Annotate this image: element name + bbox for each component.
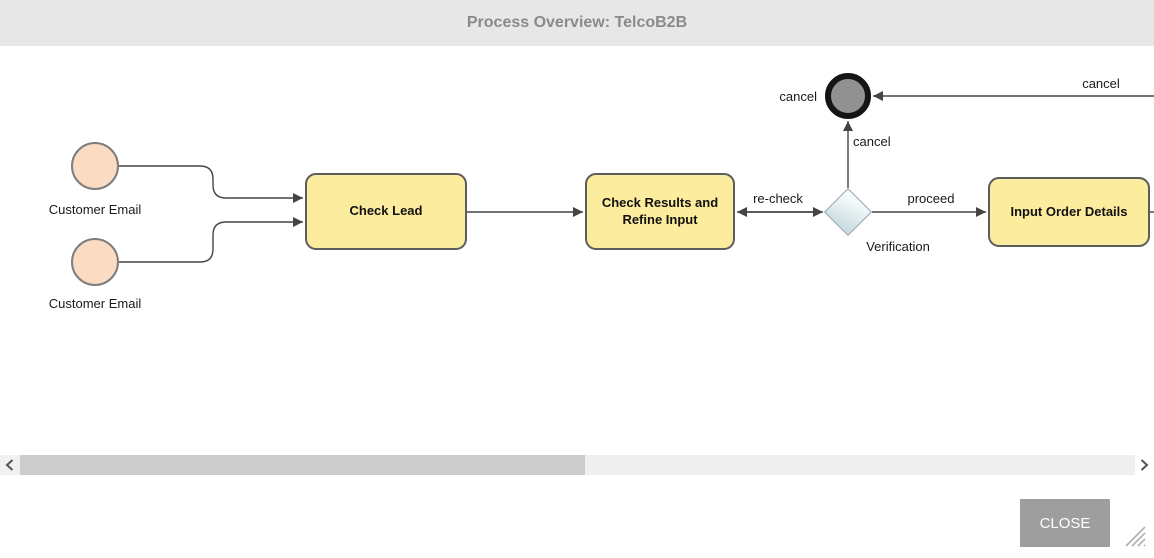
scrollbar-track[interactable] bbox=[19, 455, 1135, 475]
horizontal-scrollbar bbox=[0, 455, 1154, 475]
scroll-right-button[interactable] bbox=[1135, 455, 1154, 475]
chevron-right-icon bbox=[1140, 459, 1149, 471]
end-event-cancel-label: cancel bbox=[779, 89, 817, 104]
task-check-results-label: Check Results and Refine Input bbox=[601, 195, 719, 227]
flow-start1-to-checklead bbox=[119, 165, 303, 203]
task-check-lead-label: Check Lead bbox=[349, 203, 423, 219]
start-event-2-label: Customer Email bbox=[48, 296, 142, 311]
task-check-lead: Check Lead bbox=[305, 173, 467, 250]
flow-connectors bbox=[119, 91, 1154, 263]
dialog-title: Process Overview: TelcoB2B bbox=[466, 14, 688, 31]
task-input-order-details: Input Order Details bbox=[988, 177, 1150, 247]
task-input-order-details-label: Input Order Details bbox=[1010, 203, 1128, 219]
end-event-cancel bbox=[825, 73, 871, 119]
start-event-2 bbox=[71, 238, 119, 286]
gateway-verification-label: Verification bbox=[866, 239, 930, 254]
start-event-1-label: Customer Email bbox=[48, 202, 142, 217]
flow-label-cancel-right: cancel bbox=[1082, 76, 1120, 91]
scroll-left-button[interactable] bbox=[0, 455, 19, 475]
flow-label-proceed: proceed bbox=[907, 191, 955, 206]
diagram-canvas: Customer Email Customer Email Check Lead… bbox=[0, 46, 1154, 455]
dialog-header: Process Overview: TelcoB2B bbox=[0, 0, 1154, 46]
flow-label-recheck: re-check bbox=[753, 191, 803, 206]
flow-start2-to-checklead bbox=[119, 217, 303, 263]
resize-grip-icon[interactable] bbox=[1124, 525, 1146, 547]
scrollbar-thumb[interactable] bbox=[20, 455, 585, 475]
flow-label-cancel-up: cancel bbox=[853, 134, 891, 149]
task-check-results: Check Results and Refine Input bbox=[585, 173, 735, 250]
start-event-1 bbox=[71, 142, 119, 190]
chevron-left-icon bbox=[5, 459, 14, 471]
close-button[interactable]: CLOSE bbox=[1020, 499, 1110, 547]
dialog-footer: CLOSE bbox=[0, 475, 1154, 558]
